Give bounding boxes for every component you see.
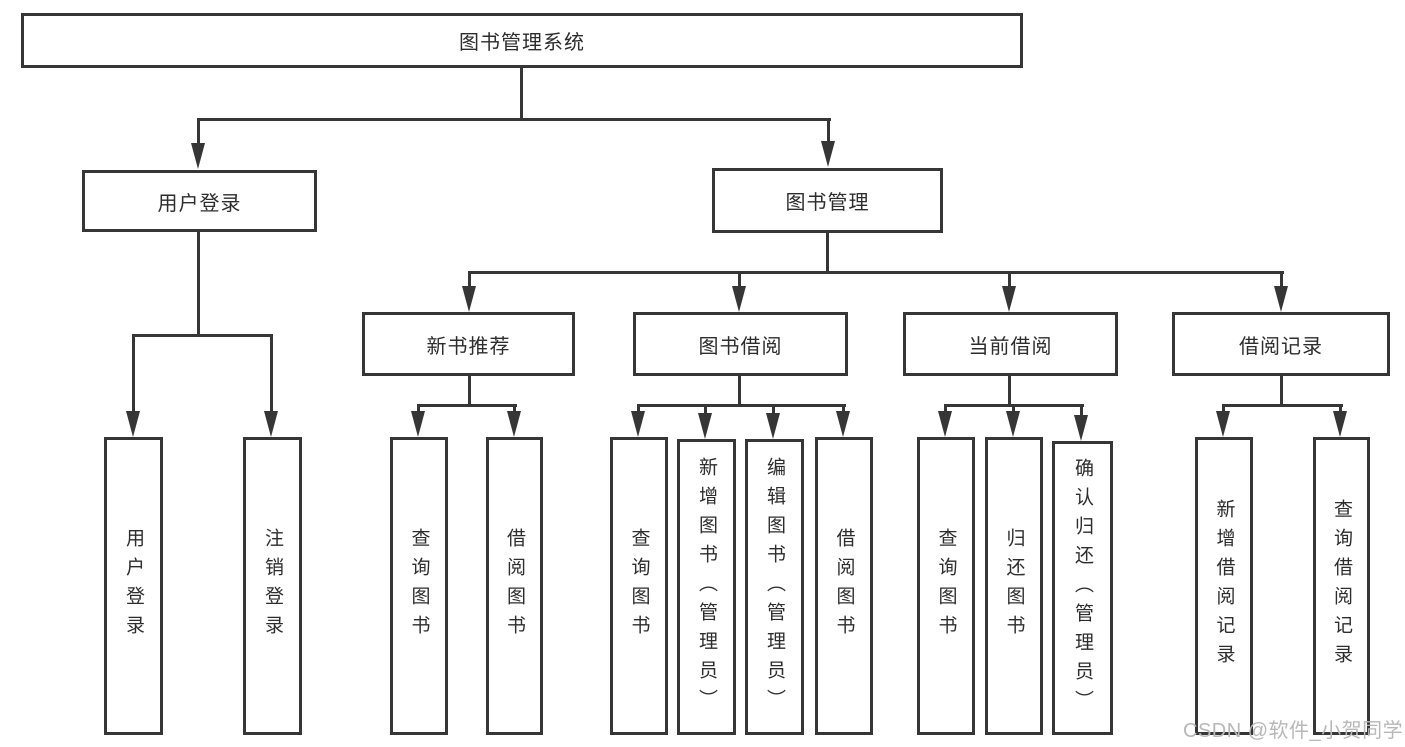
edge-root-trunk — [520, 67, 523, 120]
node-borrow-records: 借阅记录 — [1172, 312, 1390, 376]
leaf-bb-add-books: 新增图书（管理员） — [677, 439, 736, 735]
leaf-nbr-query-books-label: 查询图书 — [408, 528, 430, 644]
edge-drop-new-book-rec — [468, 271, 471, 289]
edge-cb-trunk — [1008, 375, 1011, 406]
leaf-bb-borrow-books-label: 借阅图书 — [833, 528, 855, 644]
leaf-bb-edit-books-label: 编辑图书（管理员） — [764, 456, 785, 718]
arrow-to-current-borrow — [1002, 286, 1016, 312]
leaf-bb-edit-books: 编辑图书（管理员） — [745, 439, 804, 735]
leaf-logout-label: 注销登录 — [262, 528, 283, 644]
edge-bb-trunk — [738, 375, 741, 406]
node-new-book-rec-label: 新书推荐 — [426, 335, 511, 358]
leaf-br-query-record: 查询借阅记录 — [1313, 437, 1370, 735]
edge-drop-current-borrow — [1008, 271, 1011, 289]
arrow-to-br-add — [1216, 411, 1230, 437]
leaf-bb-add-books-label: 新增图书（管理员） — [696, 456, 717, 718]
edge-drop-book-borrow — [738, 271, 741, 289]
edge-root-drop-left — [197, 118, 200, 146]
node-current-borrow: 当前借阅 — [903, 312, 1118, 376]
leaf-br-query-record-label: 查询借阅记录 — [1331, 499, 1352, 673]
edge-nbr-branch — [417, 404, 517, 407]
arrow-to-br-query — [1333, 411, 1347, 437]
node-book-borrow: 图书借阅 — [633, 312, 848, 376]
arrow-to-cb-confirm — [1074, 415, 1088, 441]
arrow-to-bb-query — [631, 411, 645, 437]
edge-nbr-drop-2 — [513, 404, 516, 414]
arrow-to-leaf-logout — [264, 411, 278, 437]
leaf-user-login-label: 用户登录 — [123, 528, 144, 644]
leaf-logout: 注销登录 — [243, 437, 302, 735]
edge-user-login-drop-2 — [270, 334, 273, 414]
arrow-to-new-book-rec — [462, 286, 476, 312]
arrow-to-borrow-records — [1274, 286, 1288, 312]
leaf-cb-return-books: 归还图书 — [985, 437, 1043, 735]
edge-nbr-trunk — [468, 375, 471, 406]
arrow-to-nbr-borrow — [507, 411, 521, 437]
arrow-to-bb-edit — [766, 413, 780, 439]
edge-cb-drop-3 — [1080, 404, 1083, 418]
node-borrow-records-label: 借阅记录 — [1239, 335, 1323, 358]
edge-root-branch — [197, 118, 831, 121]
leaf-nbr-borrow-books-label: 借阅图书 — [504, 528, 525, 644]
leaf-br-add-record-label: 新增借阅记录 — [1213, 499, 1235, 673]
leaf-bb-query-books-label: 查询图书 — [628, 528, 650, 644]
leaf-bb-query-books: 查询图书 — [610, 437, 668, 735]
arrow-to-bb-add — [698, 413, 712, 439]
node-new-book-rec: 新书推荐 — [362, 312, 575, 376]
edge-user-login-drop-1 — [132, 334, 135, 414]
edge-user-login-branch — [132, 334, 273, 337]
arrow-to-leaf-user-login — [126, 411, 140, 437]
edge-br-drop-2 — [1339, 404, 1342, 414]
arrow-to-nbr-query — [411, 411, 425, 437]
arrow-to-cb-return — [1006, 411, 1020, 437]
leaf-cb-query-books-label: 查询图书 — [935, 528, 957, 644]
node-book-borrow-label: 图书借阅 — [698, 335, 783, 358]
edge-user-login-trunk — [197, 231, 200, 336]
arrow-to-bb-borrow — [836, 411, 850, 437]
node-root-label: 图书管理系统 — [459, 32, 585, 54]
arrow-to-book-borrow — [732, 286, 746, 312]
csdn-watermark: CSDN @软件_小贺同学 — [1183, 720, 1404, 742]
leaf-cb-return-books-label: 归还图书 — [1003, 528, 1025, 644]
edge-book-mgmt-trunk — [826, 232, 829, 273]
leaf-br-add-record: 新增借阅记录 — [1195, 437, 1253, 735]
node-user-login: 用户登录 — [82, 170, 317, 232]
edge-bb-drop-1 — [637, 404, 640, 414]
arrow-to-user-login — [191, 143, 205, 169]
edge-root-drop-right — [827, 118, 830, 146]
leaf-nbr-borrow-books: 借阅图书 — [486, 437, 543, 735]
edge-nbr-drop-1 — [417, 404, 420, 414]
edge-bb-branch — [637, 404, 846, 407]
node-user-login-label: 用户登录 — [157, 192, 242, 215]
edge-br-branch — [1222, 404, 1343, 407]
edge-bb-drop-4 — [842, 404, 845, 414]
arrow-to-book-mgmt — [821, 141, 835, 167]
edge-br-trunk — [1280, 375, 1283, 406]
edge-bb-drop-3 — [772, 404, 775, 416]
node-current-borrow-label: 当前借阅 — [968, 335, 1053, 358]
edge-drop-borrow-records — [1280, 271, 1283, 289]
leaf-bb-borrow-books: 借阅图书 — [815, 437, 873, 735]
leaf-user-login: 用户登录 — [104, 437, 163, 735]
edge-cb-drop-2 — [1012, 404, 1015, 414]
node-root: 图书管理系统 — [21, 13, 1023, 68]
arrow-to-cb-query — [938, 411, 952, 437]
leaf-cb-confirm-return-label: 确认归还（管理员） — [1072, 457, 1093, 719]
leaf-nbr-query-books: 查询图书 — [390, 437, 448, 735]
edge-br-drop-1 — [1222, 404, 1225, 414]
leaf-cb-confirm-return: 确认归还（管理员） — [1052, 441, 1113, 735]
edge-cb-drop-1 — [944, 404, 947, 414]
node-book-mgmt: 图书管理 — [712, 168, 943, 233]
edge-bb-drop-2 — [704, 404, 707, 416]
node-book-mgmt-label: 图书管理 — [785, 192, 870, 214]
leaf-cb-query-books: 查询图书 — [917, 437, 975, 735]
edge-book-mgmt-branch — [468, 271, 1284, 274]
